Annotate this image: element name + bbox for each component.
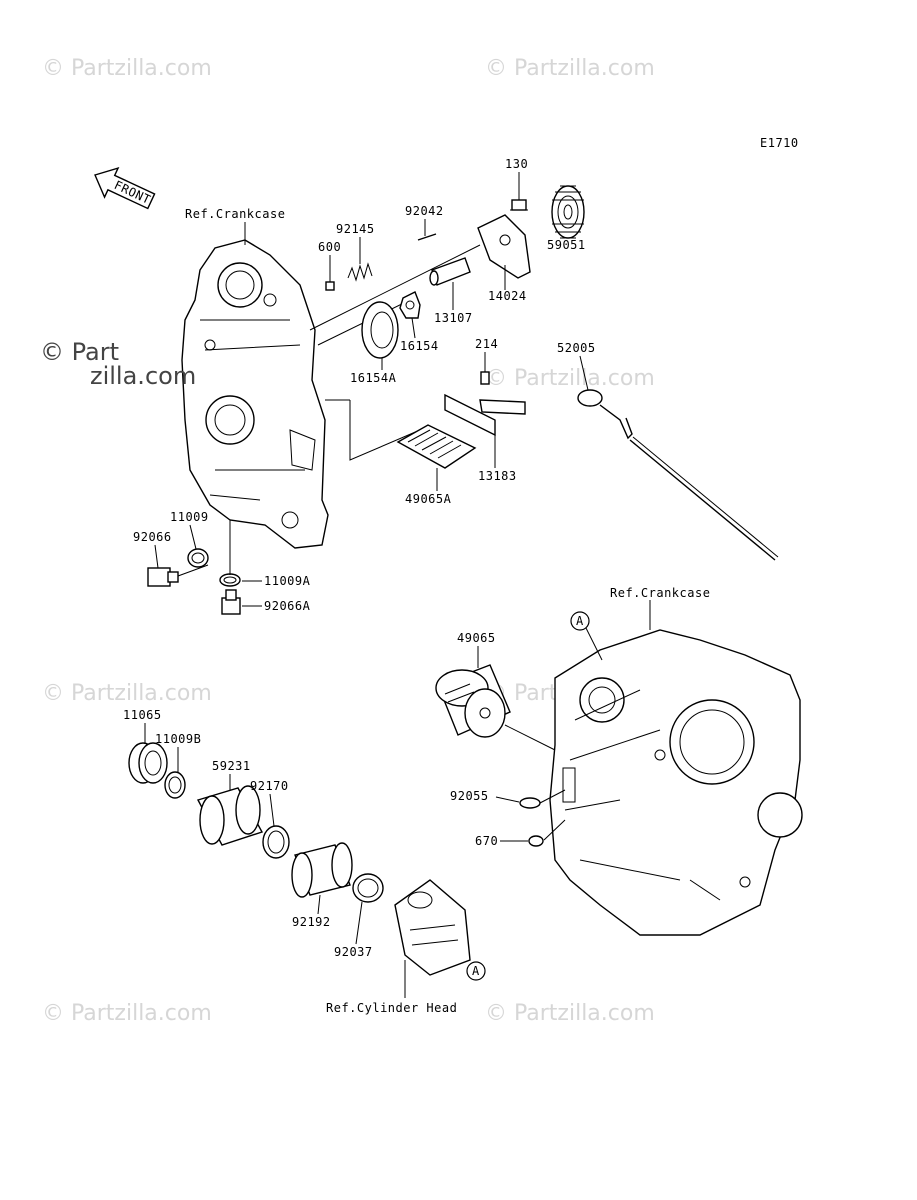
ref-cylinder-head: Ref.Cylinder Head [326,1001,457,1015]
label-92066: 92066 [133,530,172,544]
oil-pump-rotor-inner [399,291,421,319]
cylinder-head-fitting [394,879,471,976]
label-92170: 92170 [250,779,289,793]
label-11009: 11009 [170,510,209,524]
washer-11009 [187,548,209,568]
marker-a-crankcase [570,611,590,631]
ref-crankcase-top: Ref.Crankcase [185,207,285,221]
label-214: 214 [475,337,498,351]
label-16154: 16154 [400,339,439,353]
front-arrow: FRONT [94,166,156,210]
label-14024: 14024 [488,289,527,303]
o-ring-670 [528,835,544,847]
label-11065: 11065 [123,708,162,722]
clamp-92037 [352,873,384,903]
label-92042: 92042 [405,204,444,218]
watermark-mid-right: © Partzilla.com [485,366,655,391]
ref-crankcase-right: Ref.Crankcase [610,586,710,600]
bolt-214 [480,371,490,385]
dipstick-52005 [577,389,779,561]
marker-a-cylinder-head [466,961,486,981]
clamp-92170 [262,825,290,859]
washer-11009B [164,771,186,799]
spring-92145 [347,262,373,282]
label-59051: 59051 [547,238,586,252]
o-ring-92055 [519,797,541,809]
watermark-top-left: © Partzilla.com [42,56,212,81]
label-600: 600 [318,240,341,254]
pump-shaft [429,257,471,286]
label-92192: 92192 [292,915,331,929]
diagram-code: E1710 [760,136,799,150]
watermark-bottom-right: © Partzilla.com [485,1001,655,1026]
label-13107: 13107 [434,311,473,325]
label-49065A: 49065A [405,492,452,506]
strainer-plate-13183 [444,393,526,437]
marker-a-crankcase-label: A [576,614,584,628]
drain-plug-92066 [147,567,179,587]
oil-pump-rotor-outer [361,301,399,359]
crankcase-right [549,629,803,936]
pipe-59231 [196,785,264,846]
label-59231: 59231 [212,759,251,773]
crankcase-cover [181,239,329,549]
label-52005: 52005 [557,341,596,355]
label-92066A: 92066A [264,599,311,613]
gear-59051 [551,185,585,239]
watermark-top-right: © Partzilla.com [485,56,655,81]
part-labels: 130 92042 92145 600 59051 14024 13107 16… [123,157,596,959]
label-130: 130 [505,157,528,171]
marker-a-cylinder-head-label: A [472,964,480,978]
label-49065: 49065 [457,631,496,645]
watermark-bottom-left: © Partzilla.com [42,1001,212,1026]
plug-600 [325,281,335,291]
label-670: 670 [475,834,498,848]
plug-92066A [221,589,241,615]
label-13183: 13183 [478,469,517,483]
hose-92192 [291,842,353,898]
label-92145: 92145 [336,222,375,236]
strainer-49065A [396,424,477,469]
washer-11009A [219,573,241,587]
label-92037: 92037 [334,945,373,959]
bolt-130 [510,199,528,211]
oil-filter-49065 [435,664,511,738]
label-92055: 92055 [450,789,489,803]
front-arrow-label: FRONT [112,178,153,207]
bearing-11065 [128,742,168,784]
watermark-lower-left: © Partzilla.com [42,681,212,706]
label-11009B: 11009B [155,732,201,746]
pump-cover-14024 [477,214,531,279]
label-16154A: 16154A [350,371,397,385]
pin-92042 [417,233,437,241]
label-11009A: 11009A [264,574,311,588]
